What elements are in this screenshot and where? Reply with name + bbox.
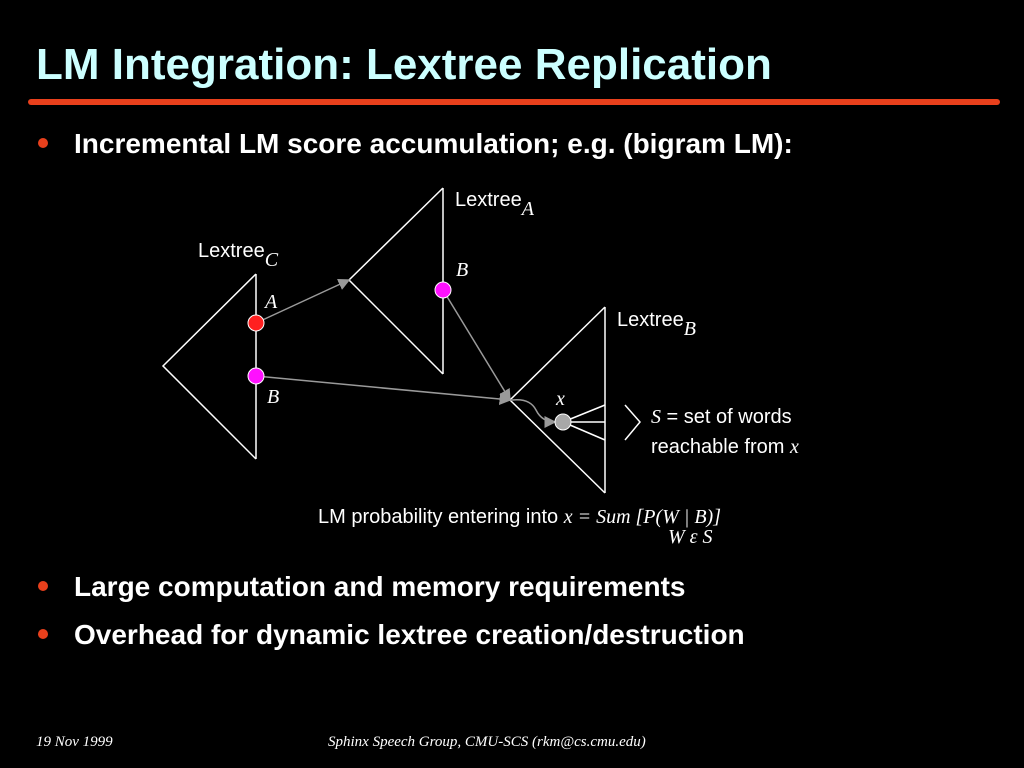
bullet-item-3: Overhead for dynamic lextree creation/de…: [38, 619, 745, 651]
set-bracket: [624, 404, 641, 441]
slide-title: LM Integration: Lextree Replication: [36, 40, 772, 89]
node-x-label: x: [556, 388, 565, 410]
node-b-label: B: [267, 386, 280, 408]
bullet-dot-icon: [38, 580, 48, 591]
lextree-a-label: LextreeA: [455, 189, 534, 220]
title-underline: [28, 99, 1000, 105]
node-a-red: [247, 314, 265, 332]
lextree-a-node-label: B: [456, 259, 469, 281]
set-s-description: S = set of words reachable from x: [651, 406, 799, 458]
bullet-text: Overhead for dynamic lextree creation/de…: [74, 619, 745, 650]
footer-date: 19 Nov 1999: [36, 734, 113, 750]
formula-subscript: W ε S: [668, 526, 713, 548]
bullet-item-2: Large computation and memory requirement…: [38, 571, 685, 603]
arrow-a-to-lextree-a: [255, 278, 351, 324]
arrow-root-to-x: [511, 398, 557, 428]
lextree-b-label: LextreeB: [617, 309, 696, 340]
node-x-gray: [554, 413, 572, 431]
bullet-item-1: Incremental LM score accumulation; e.g. …: [38, 128, 793, 160]
bullet-text: Large computation and memory requirement…: [74, 571, 686, 602]
formula-prefix: LM probability entering into: [318, 506, 564, 528]
formula-math: x = Sum [P(W | B)]: [563, 506, 721, 528]
node-lextree-a-b-magenta: [434, 281, 452, 299]
node-a-label: A: [265, 291, 278, 313]
lextree-c-label: LextreeC: [198, 240, 279, 271]
footer-credit: Sphinx Speech Group, CMU-SCS (rkm@cs.cmu…: [328, 734, 646, 750]
arrow-b-to-lextree-b: [255, 375, 512, 405]
node-b-magenta: [247, 367, 265, 385]
lextree-a-triangle: [347, 187, 444, 375]
formula: LM probability entering into x = Sum [P(…: [318, 506, 721, 529]
bullet-dot-icon: [38, 628, 48, 639]
lextree-c-triangle: [161, 273, 257, 460]
bullet-text: Incremental LM score accumulation; e.g. …: [74, 128, 793, 159]
arrow-lextree-a-b-to-lextree-b: [442, 289, 511, 402]
bullet-dot-icon: [38, 137, 48, 148]
